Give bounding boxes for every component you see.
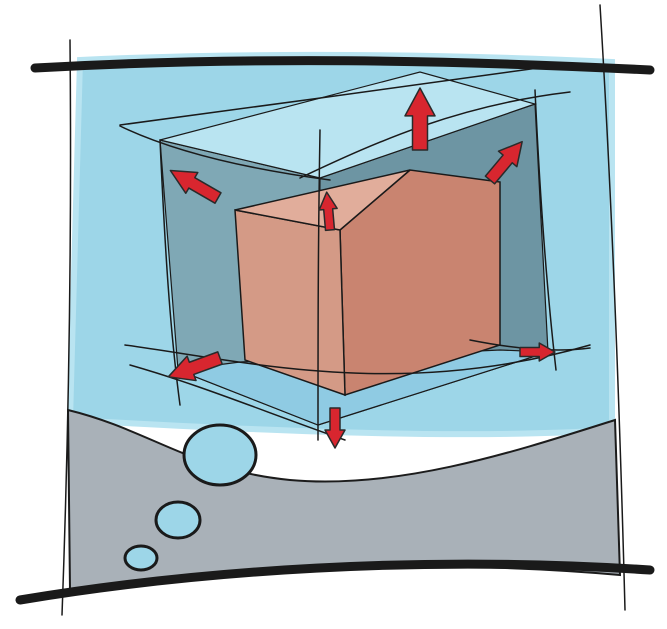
expand-arrow-icon — [519, 342, 556, 362]
expand-arrows — [167, 87, 556, 449]
bubble-icon — [154, 500, 202, 540]
bubbles — [123, 423, 258, 572]
expand-arrow-icon — [404, 87, 436, 151]
bubble-icon — [182, 423, 258, 487]
expand-arrow-icon — [324, 407, 346, 449]
bubble-icon — [123, 544, 159, 572]
expand-arrow-icon — [169, 169, 222, 204]
expand-arrow-icon — [484, 140, 523, 185]
sketch-lines — [15, 4, 655, 616]
expand-arrow-icon — [318, 191, 338, 232]
box-top-face — [234, 169, 411, 231]
expand-arrow-icon — [167, 351, 223, 382]
